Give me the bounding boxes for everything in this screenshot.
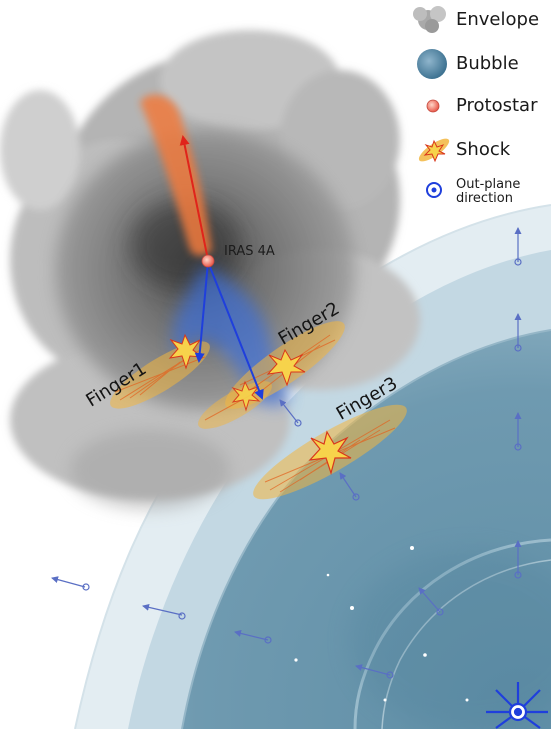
bubble-center-out-plane-icon — [486, 682, 548, 729]
iras-4a-label: IRAS 4A — [224, 244, 275, 259]
envelope-icon — [413, 6, 446, 33]
shock-icon — [418, 138, 450, 163]
legend-out-plane-line2: direction — [456, 191, 513, 206]
legend-out-plane-line1: Out-plane — [456, 177, 521, 192]
finger1-shock — [110, 333, 210, 409]
bubble-expansion-arrows — [51, 227, 522, 679]
legend-shock-label: Shock — [456, 139, 511, 160]
red-outflow-lobe — [140, 94, 212, 256]
finger2-shock — [198, 321, 345, 429]
bubble-icon — [417, 49, 447, 79]
bubble-sparkles — [294, 546, 469, 702]
legend-protostar-label: Protostar — [456, 95, 538, 116]
protostar — [201, 254, 215, 268]
protostar-icon — [426, 99, 440, 113]
blue-outflow-arrow-right — [207, 261, 264, 400]
legend-out-plane-label: Out-plane direction — [456, 178, 520, 206]
red-outflow-arrow — [179, 135, 209, 261]
blue-outflow-arrow-left — [194, 261, 209, 363]
finger3-shock — [253, 404, 407, 500]
legend-bubble-label: Bubble — [456, 53, 519, 74]
legend-icons — [413, 6, 450, 198]
legend-envelope-label: Envelope — [456, 9, 540, 30]
out-plane-direction-icon — [426, 182, 442, 198]
